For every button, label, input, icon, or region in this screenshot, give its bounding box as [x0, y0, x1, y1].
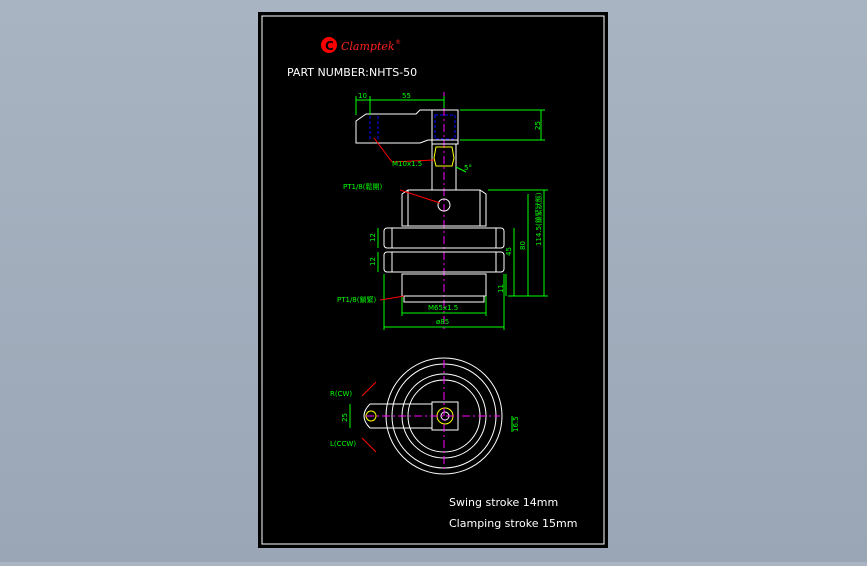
clamping-stroke-note: Clamping stroke 15mm — [449, 517, 577, 530]
arm-hidden-bolt — [434, 114, 456, 140]
logo-badge — [321, 37, 337, 53]
dim-total-text: 114.5(鎖緊狀態) — [534, 192, 543, 246]
plan-leader-ccw — [361, 437, 377, 453]
arm-hub — [431, 109, 459, 145]
swing-stroke-note: Swing stroke 14mm — [449, 496, 558, 509]
flange-bottom-inner — [391, 251, 497, 273]
plan-leader-cw — [361, 381, 377, 397]
logo-text: Clamptek — [341, 40, 395, 53]
flange-top-inner — [391, 227, 497, 249]
leader-thread-1 — [373, 137, 393, 163]
part-number-value: NHTS-50 — [369, 66, 417, 79]
front-view — [355, 92, 548, 330]
logo-registered: ® — [395, 39, 401, 46]
plan-view — [349, 357, 513, 475]
plan-dimension-texts: R(CW) L(CCW) 25 16.5 — [330, 390, 520, 448]
rotation-cw-text: R(CW) — [330, 390, 352, 398]
rotation-ccw-text: L(CCW) — [330, 440, 356, 448]
dim-top-left-text: 10 — [358, 92, 367, 100]
hex-nut — [433, 146, 455, 167]
leader-port-lower — [379, 295, 405, 301]
port-lower-text: PT1/8(鎖緊) — [337, 295, 376, 304]
plan-width-text: 25 — [341, 413, 349, 422]
clamptek-logo: C Clamptek ® — [321, 37, 401, 53]
dim-diameter-text: ø85 — [436, 318, 449, 326]
dim-flange-bottom-text: 12 — [369, 257, 377, 266]
dim-thread-text: M10x1.5 — [392, 160, 422, 168]
leader-port-upper — [399, 189, 441, 204]
part-number-label: PART NUMBER: — [287, 66, 369, 79]
drawing-sheet — [258, 12, 608, 548]
dim-arm-height-text: 25 — [534, 121, 542, 130]
port-upper-text: PT1/8(鬆開) — [343, 182, 382, 191]
leader-thread-2 — [391, 159, 435, 163]
dim-arm-length-text: 55 — [402, 92, 411, 100]
dim-base-text: 11 — [497, 284, 505, 293]
dim-angle-text: 5° — [464, 164, 472, 172]
upper-port — [437, 198, 451, 212]
body-base — [403, 295, 485, 303]
logo-mark: C — [325, 39, 334, 53]
dim-body-text: 80 — [519, 241, 527, 250]
plan-arm — [363, 403, 433, 429]
dim-flange-top-text: 12 — [369, 233, 377, 242]
dim-thread-body-text: M65x1.5 — [428, 304, 458, 312]
sheet-border — [261, 15, 605, 545]
dim-lower-text: 45 — [505, 247, 513, 256]
front-dimension-texts: 10 55 25 M10x1.5 5° PT1/8(鬆開) 114.5(鎖緊狀態… — [337, 92, 543, 326]
angle-arc — [455, 166, 467, 173]
plan-offset-text: 16.5 — [512, 416, 520, 432]
